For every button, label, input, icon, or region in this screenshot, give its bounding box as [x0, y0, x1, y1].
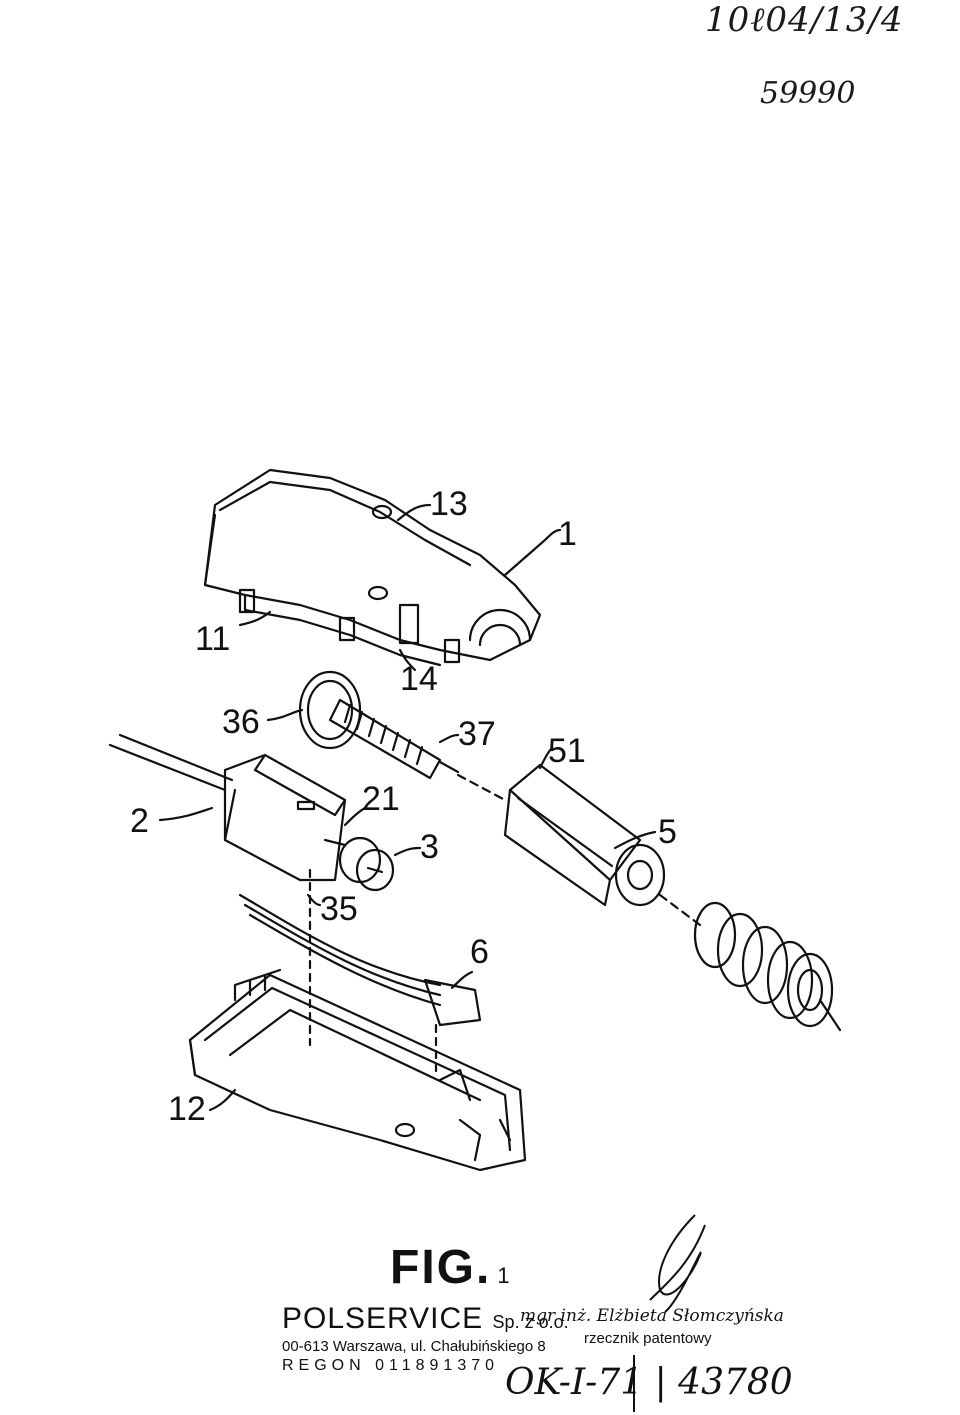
stamp-company-name: POLSERVICE [282, 1302, 484, 1335]
handwritten-reference-top: 10ℓ04/13/4 [705, 0, 904, 40]
wiring-6 [238, 893, 482, 1027]
stamp-company: POLSERVICE Sp. z o.o. [282, 1302, 569, 1336]
figure-caption-text: FIG. [390, 1241, 492, 1294]
ref-label-6: 6 [470, 933, 489, 971]
stamp-address: 00-613 Warszawa, ul. Chałubińskiego 8 [282, 1338, 546, 1355]
ref-label-21: 21 [362, 780, 400, 818]
gear-36 [298, 670, 362, 750]
upper-housing [203, 468, 542, 667]
handwritten-reference-bottom: OK-I-71 | 43780 [505, 1362, 793, 1403]
ref-label-35: 35 [320, 890, 358, 928]
stamp-company-suffix: Sp. z o.o. [492, 1312, 569, 1332]
figure-caption: FIG.1 [390, 1240, 512, 1295]
ref-label-2: 2 [130, 802, 149, 840]
attorney-stamp: mgr inż. Elżbieta Słomczyńska rzecznik p… [520, 1306, 784, 1347]
lower-housing-12 [188, 968, 527, 1172]
spring [693, 901, 842, 1032]
figure-caption-number: 1 [497, 1263, 512, 1288]
attorney-role: rzecznik patentowy [584, 1330, 712, 1347]
handwritten-number-top: 59990 [760, 76, 856, 111]
ref-label-5: 5 [658, 813, 677, 851]
ref-label-13: 13 [430, 485, 468, 523]
motor-2 [108, 733, 347, 882]
ref-label-51: 51 [548, 732, 586, 770]
ref-label-11: 11 [195, 620, 230, 658]
stamp-regon: REGON 011891370 [282, 1357, 500, 1374]
agent-stamp: POLSERVICE Sp. z o.o. 00-613 Warszawa, u… [282, 1302, 569, 1375]
ref-label-37: 37 [458, 715, 496, 753]
worm-3 [338, 836, 395, 892]
ref-label-3: 3 [420, 828, 439, 866]
carrier-5 [503, 763, 666, 907]
ref-label-1: 1 [558, 515, 577, 553]
attorney-name: mgr inż. Elżbieta Słomczyńska [520, 1306, 784, 1326]
ref-label-12: 12 [168, 1090, 206, 1128]
handwritten-signature [649, 1214, 706, 1313]
ref-label-14: 14 [400, 660, 438, 698]
worm-shaft-37 [328, 698, 460, 780]
ref-label-36: 36 [222, 703, 260, 741]
